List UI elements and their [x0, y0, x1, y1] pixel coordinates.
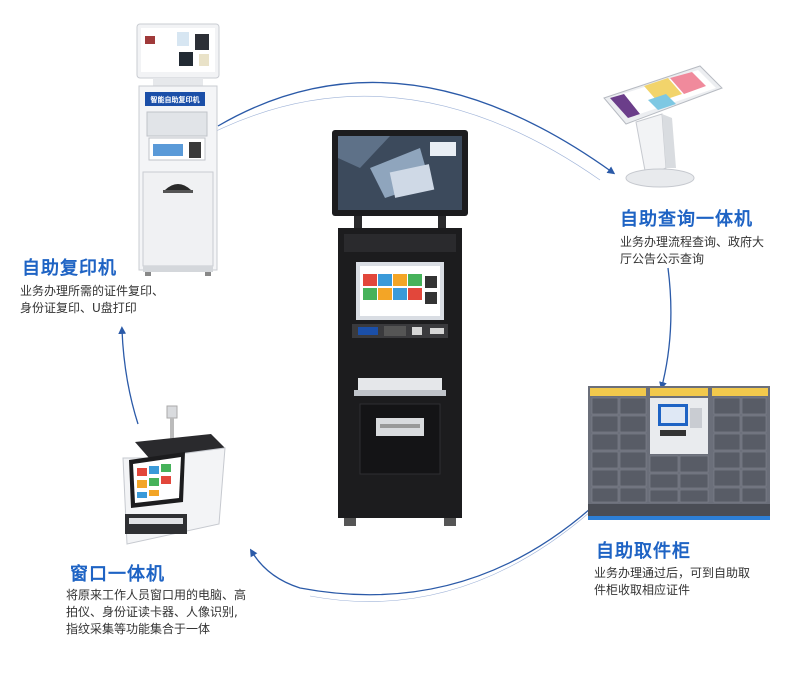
- query-desc-line: 厅公告公示查询: [620, 252, 705, 266]
- window-desc-line: 拍仪、身份证读卡器、人像识别,: [66, 605, 238, 619]
- query-title: 自助查询一体机: [620, 209, 753, 230]
- window-description: 将原来工作人员窗口用的电脑、高 拍仪、身份证读卡器、人像识别, 指纹采集等功能集…: [66, 587, 246, 638]
- copier-machine: 智能自助复印机: [135, 22, 225, 277]
- central-kiosk: [330, 128, 470, 530]
- pickup-locker: [588, 386, 770, 520]
- query-desc-line: 业务办理流程查询、政府大: [620, 235, 765, 249]
- locker-title: 自助取件柜: [596, 541, 691, 562]
- locker-desc-line: 业务办理通过后，可到自助取: [594, 566, 751, 580]
- window-desc-line: 指纹采集等功能集合于一体: [66, 622, 211, 636]
- copier-desc-line: 身份证复印、U盘打印: [20, 301, 137, 315]
- query-description: 业务办理流程查询、政府大 厅公告公示查询: [620, 234, 764, 268]
- copier-desc-line: 业务办理所需的证件复印、: [20, 284, 165, 298]
- window-terminal: [115, 404, 235, 554]
- copier-title: 自助复印机: [22, 258, 117, 279]
- copier-screen-label: 智能自助复印机: [151, 95, 200, 104]
- query-kiosk: [596, 58, 736, 198]
- copier-description: 业务办理所需的证件复印、 身份证复印、U盘打印: [20, 283, 164, 317]
- window-title: 窗口一体机: [70, 564, 165, 585]
- locker-desc-line: 件柜收取相应证件: [594, 583, 691, 597]
- locker-description: 业务办理通过后，可到自助取 件柜收取相应证件: [594, 565, 750, 599]
- window-desc-line: 将原来工作人员窗口用的电脑、高: [66, 588, 247, 602]
